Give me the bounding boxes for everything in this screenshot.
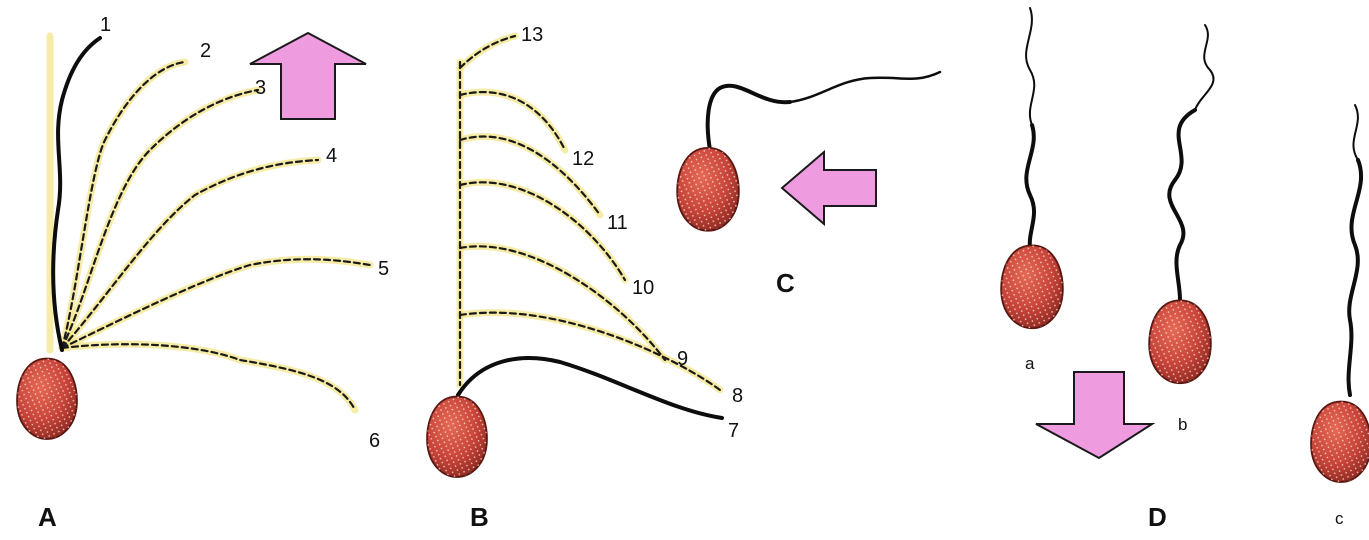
panel-label-b: B	[470, 502, 489, 532]
panel-b: 7 8 9 10 11 12 13 B	[427, 24, 743, 532]
stroke-label-5: 5	[378, 258, 389, 280]
stroke-label-11: 11	[607, 212, 628, 234]
cell-b	[1149, 300, 1211, 383]
cell-label-a: a	[1025, 354, 1035, 373]
cell-c	[1311, 402, 1369, 483]
stroke-label-1: 1	[100, 14, 111, 36]
panel-label-a: A	[38, 502, 57, 532]
cell-label-c: c	[1335, 509, 1344, 528]
left-arrow-icon	[782, 152, 876, 224]
stroke-label-2: 2	[200, 40, 211, 62]
panel-c: C	[677, 72, 940, 298]
panel-label-d: D	[1148, 502, 1167, 532]
stroke-label-3: 3	[255, 77, 266, 99]
stroke-label-4: 4	[326, 145, 337, 167]
cell-a	[1001, 245, 1063, 328]
panel-a: 1 2 3 4 5 6 A	[17, 14, 389, 532]
panel-c-flagellum	[708, 86, 790, 150]
panel-a-cell	[17, 359, 77, 440]
cell-a-flagellum	[1026, 8, 1034, 125]
panel-c-cell	[677, 148, 739, 231]
stroke-5-trace	[62, 259, 370, 348]
panel-d: a b c D	[1001, 8, 1369, 532]
stroke-label-13: 13	[521, 24, 543, 46]
cell-c-flagellum	[1353, 105, 1358, 160]
panel-label-c: C	[776, 268, 795, 298]
stroke-label-9: 9	[677, 348, 688, 370]
up-arrow-icon	[250, 33, 366, 119]
stroke-label-6: 6	[369, 430, 380, 452]
cell-label-b: b	[1178, 415, 1187, 434]
stroke-label-10: 10	[632, 277, 654, 299]
stroke-label-7: 7	[728, 420, 739, 442]
stroke-label-12: 12	[572, 148, 594, 170]
stroke-label-8: 8	[732, 385, 743, 407]
cell-b-flagellum	[1195, 25, 1214, 110]
down-arrow-icon	[1036, 372, 1152, 458]
panel-b-cell	[427, 397, 487, 478]
